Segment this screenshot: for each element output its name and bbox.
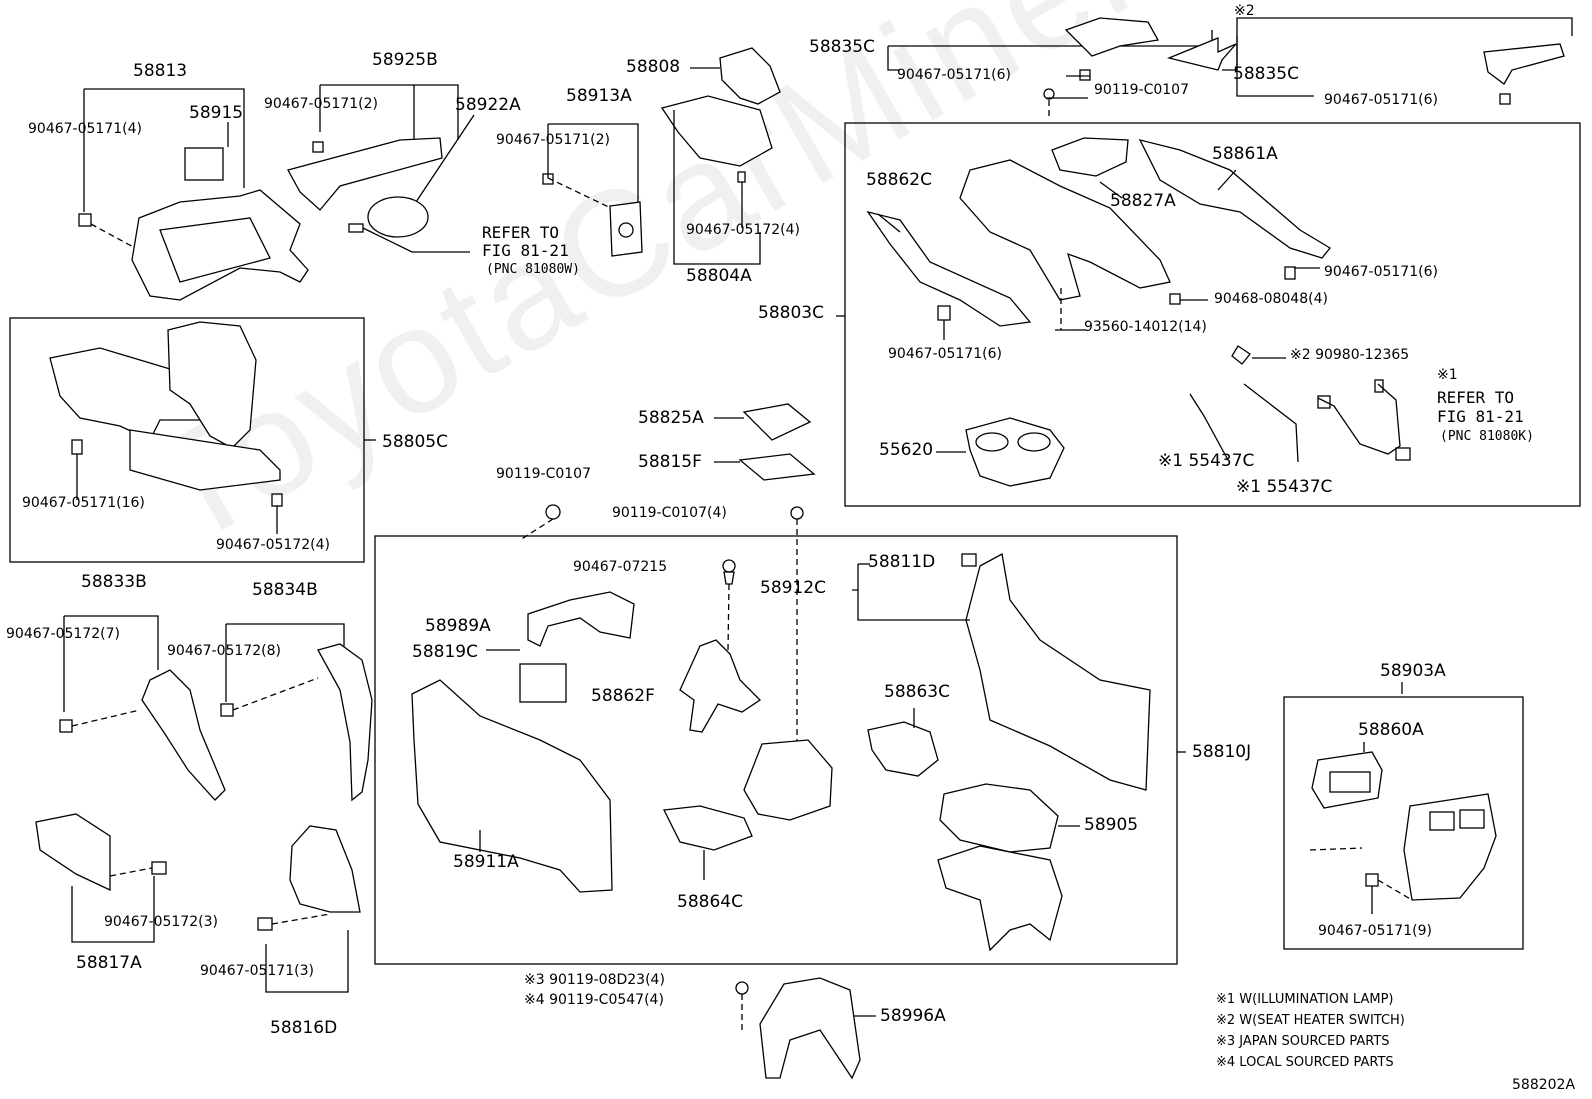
label-90467-05171-2b: 90467-05171(2) [496, 132, 610, 148]
label-58835C-right: 58835C [1233, 64, 1299, 84]
label-90119-C0107a: 90119-C0107 [1094, 82, 1189, 98]
label-55437C-a: ※1 55437C [1158, 451, 1255, 471]
label-90468-08048-4: 90468-08048(4) [1214, 291, 1328, 307]
legend-item-4: ※4 LOCAL SOURCED PARTS [1216, 1055, 1394, 1070]
label-58833B: 58833B [81, 572, 147, 592]
label-90467-05172-3: 90467-05172(3) [104, 914, 218, 930]
label-58816D: 58816D [270, 1018, 338, 1038]
label-58862C: 58862C [866, 170, 932, 190]
legend-item-3: ※3 JAPAN SOURCED PARTS [1216, 1034, 1390, 1049]
label-58808: 58808 [626, 57, 681, 77]
box-58903A [1283, 696, 1524, 950]
label-58862F: 58862F [591, 686, 655, 706]
label-90467-05171-9: 90467-05171(9) [1318, 923, 1432, 939]
label-58817A: 58817A [76, 953, 142, 973]
refer2-line3: (PNC 81080K) [1440, 429, 1534, 444]
label-58819C: 58819C [412, 642, 478, 662]
label-90119-C0107b: 90119-C0107 [496, 466, 591, 482]
label-90467-07215: 90467-07215 [573, 559, 668, 575]
label-90467-05171-6a: 90467-05171(6) [897, 67, 1011, 83]
label-58810J: 58810J [1192, 742, 1252, 762]
label-58815F: 58815F [638, 452, 702, 472]
label-90467-05171-2a: 90467-05171(2) [264, 96, 378, 112]
refer-to-line1: REFER TO [482, 223, 560, 242]
label-58805C: 58805C [382, 432, 448, 452]
label-90119-C0547: ※4 90119-C0547(4) [524, 992, 664, 1008]
label-58834B: 58834B [252, 580, 318, 600]
label-58803C: 58803C [758, 303, 824, 323]
legend-item-2: ※2 W(SEAT HEATER SWITCH) [1216, 1013, 1405, 1028]
label-90467-05172-4b: 90467-05172(4) [216, 537, 330, 553]
label-90467-05172-8: 90467-05172(8) [167, 643, 281, 659]
label-58903A: 58903A [1380, 661, 1446, 681]
refer2-mark: ※1 [1437, 367, 1458, 383]
label-90467-05171-3: 90467-05171(3) [200, 963, 314, 979]
label-90467-05172-4a: 90467-05172(4) [686, 222, 800, 238]
label-90119-C0107-4: 90119-C0107(4) [612, 505, 727, 521]
label-90467-05171-6c: 90467-05171(6) [1324, 264, 1438, 280]
label-55437C-b: ※1 55437C [1236, 477, 1333, 497]
label-58811D: 58811D [868, 552, 936, 572]
label-58827A: 58827A [1110, 191, 1176, 211]
label-55620: 55620 [879, 440, 934, 460]
note2-mark: ※2 [1234, 3, 1255, 19]
label-90467-05171-4: 90467-05171(4) [28, 121, 142, 137]
label-93560-14012-14: 93560-14012(14) [1084, 319, 1207, 335]
label-58860A: 58860A [1358, 720, 1424, 740]
label-58861A: 58861A [1212, 144, 1278, 164]
label-58825A: 58825A [638, 408, 704, 428]
label-90467-05171-16: 90467-05171(16) [22, 495, 145, 511]
label-90467-05172-7: 90467-05172(7) [6, 626, 120, 642]
label-58905: 58905 [1084, 815, 1139, 835]
label-58863C: 58863C [884, 682, 950, 702]
label-58912C: 58912C [760, 578, 826, 598]
label-90119-08D23: ※3 90119-08D23(4) [524, 972, 665, 988]
legend: ※1 W(ILLUMINATION LAMP) ※2 W(SEAT HEATER… [1216, 993, 1405, 1069]
label-58996A: 58996A [880, 1006, 946, 1026]
label-58864C: 58864C [677, 892, 743, 912]
label-90980-12365: ※2 90980-12365 [1290, 347, 1410, 363]
refer-to-line2: FIG 81-21 [482, 241, 569, 260]
refer2-line1: REFER TO [1437, 388, 1515, 407]
label-58915: 58915 [189, 103, 244, 123]
refer-to-line3: (PNC 81080W) [486, 262, 580, 277]
label-58922A: 58922A [455, 95, 521, 115]
label-58913A: 58913A [566, 86, 632, 106]
label-90467-05171-6d: 90467-05171(6) [888, 346, 1002, 362]
label-58813: 58813 [133, 61, 188, 81]
label-58925B: 58925B [372, 50, 438, 70]
label-90467-05171-6b: 90467-05171(6) [1324, 92, 1438, 108]
label-58911A: 58911A [453, 852, 519, 872]
label-58989A: 58989A [425, 616, 491, 636]
label-58804A: 58804A [686, 266, 752, 286]
legend-item-1: ※1 W(ILLUMINATION LAMP) [1216, 992, 1394, 1007]
diagram-id: 588202A [1512, 1077, 1576, 1093]
refer2-line2: FIG 81-21 [1437, 407, 1524, 426]
label-58835C-top: 58835C [809, 37, 875, 57]
box-58803C [844, 122, 1581, 507]
box-58810J [374, 535, 1178, 965]
